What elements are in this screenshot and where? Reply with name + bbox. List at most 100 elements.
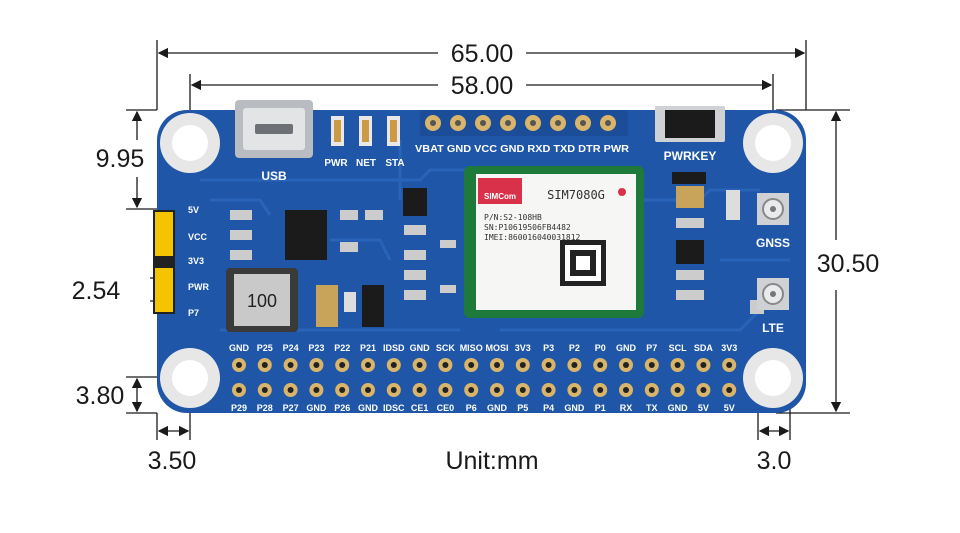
gpio-bottom-label: P28 [257,403,273,413]
gnss-antenna-connector [757,193,789,225]
gpio-hole [236,387,242,393]
gpio-bottom-label: GND [564,403,585,413]
gpio-hole [597,362,604,368]
gpio-hole [623,362,629,368]
gpio-top-label: IDSD [383,343,405,353]
gpio-hole [726,387,733,393]
gpio-top-label: P2 [569,343,580,353]
gpio-hole [519,362,526,368]
gpio-hole [261,362,268,368]
led-label-sta: STA [385,158,404,169]
module-brand: SIMCom [484,192,516,201]
unit-label: Unit:mm [445,447,538,475]
gpio-bottom-label: GND [358,403,379,413]
gpio-top-label: P21 [360,343,376,353]
gpio-hole [519,387,526,393]
gpio-hole [339,387,346,393]
gpio-hole [236,362,242,368]
gpio-hole [442,362,449,368]
gpio-top-label: GND [229,343,250,353]
gpio-hole [674,362,681,368]
gpio-hole [468,387,475,393]
gpio-hole [700,362,707,368]
gpio-hole [442,387,449,393]
gpio-hole [700,387,707,393]
dim-hole-left: 3.50 [148,447,197,475]
gpio-top-label: GND [616,343,637,353]
dim-pin-pitch: 2.54 [72,277,121,305]
gpio-top-label: P3 [543,343,554,353]
dim-hole-bottom: 3.80 [76,382,125,410]
gpio-hole [261,387,268,393]
gpio-top-label: GND [410,343,431,353]
gpio-top-label: P24 [283,343,299,353]
jumper-label-vcc: VCC [188,232,208,242]
gpio-top-label: SDA [694,343,714,353]
gpio-hole [339,362,346,368]
gpio-bottom-label: TX [646,403,658,413]
gpio-hole [416,362,423,368]
mounting-holes [160,113,803,408]
gpio-bottom-label: GND [668,403,689,413]
gpio-hole [726,362,733,368]
jumper-block [153,210,175,314]
gpio-top-label: P7 [646,343,657,353]
dim-hole-top: 9.95 [96,145,145,173]
gpio-top-label: P22 [334,343,350,353]
gpio-hole [390,362,397,368]
gpio-bottom-label: P29 [231,403,247,413]
gpio-hole [287,362,294,368]
gpio-hole [545,387,552,393]
inductor-label: 100 [247,291,277,311]
gpio-hole [648,387,655,393]
gpio-bottom-label: P6 [466,403,477,413]
led-label-pwr: PWR [324,158,348,169]
jumper-label-pwr: PWR [188,282,209,292]
gpio-header [232,358,737,397]
usb-label: USB [261,169,287,183]
module-imei: IMEI:860016040031812 [484,233,581,242]
dimension-lines [126,40,850,440]
gpio-top-label: P23 [308,343,324,353]
gpio-bottom-label: P1 [595,403,606,413]
gpio-bottom-label: RX [620,403,633,413]
lte-antenna-connector [757,278,789,310]
lte-label: LTE [762,321,784,335]
gpio-top-label: P0 [595,343,606,353]
gpio-hole [365,387,371,393]
dim-height-total: 30.50 [817,250,880,278]
gpio-hole [674,387,681,393]
gpio-top-label: 3V3 [515,343,531,353]
gpio-hole [390,387,397,393]
gpio-top-label: MISO [460,343,483,353]
gpio-bottom-label: IDSC [383,403,405,413]
dim-width-total: 65.00 [451,40,514,68]
pwrkey-label: PWRKEY [664,149,717,163]
gpio-hole [313,362,320,368]
gpio-bottom-label: P5 [517,403,528,413]
usb-connector [235,100,313,158]
jumper-label-3v3: 3V3 [188,256,204,266]
gpio-hole [494,387,500,393]
gpio-hole [313,387,320,393]
gpio-top-label: P25 [257,343,273,353]
dim-hole-right: 3.0 [757,447,792,475]
gpio-hole [468,362,475,368]
misc-components [230,172,764,327]
gpio-top-label: SCL [669,343,688,353]
pwrkey-button [655,106,725,142]
uart-header [420,110,628,136]
uart-header-label: VBAT GND VCC GND RXD TXD DTR PWR [415,144,630,155]
gpio-bottom-label: CE0 [437,403,455,413]
gnss-label: GNSS [756,236,790,250]
led-label-net: NET [356,158,376,169]
gpio-bottom-label: GND [306,403,327,413]
gpio-hole [648,362,655,368]
gpio-hole [287,387,294,393]
sim7080g-module [464,166,644,318]
gpio-hole [597,387,604,393]
gpio-bottom-label: P26 [334,403,350,413]
